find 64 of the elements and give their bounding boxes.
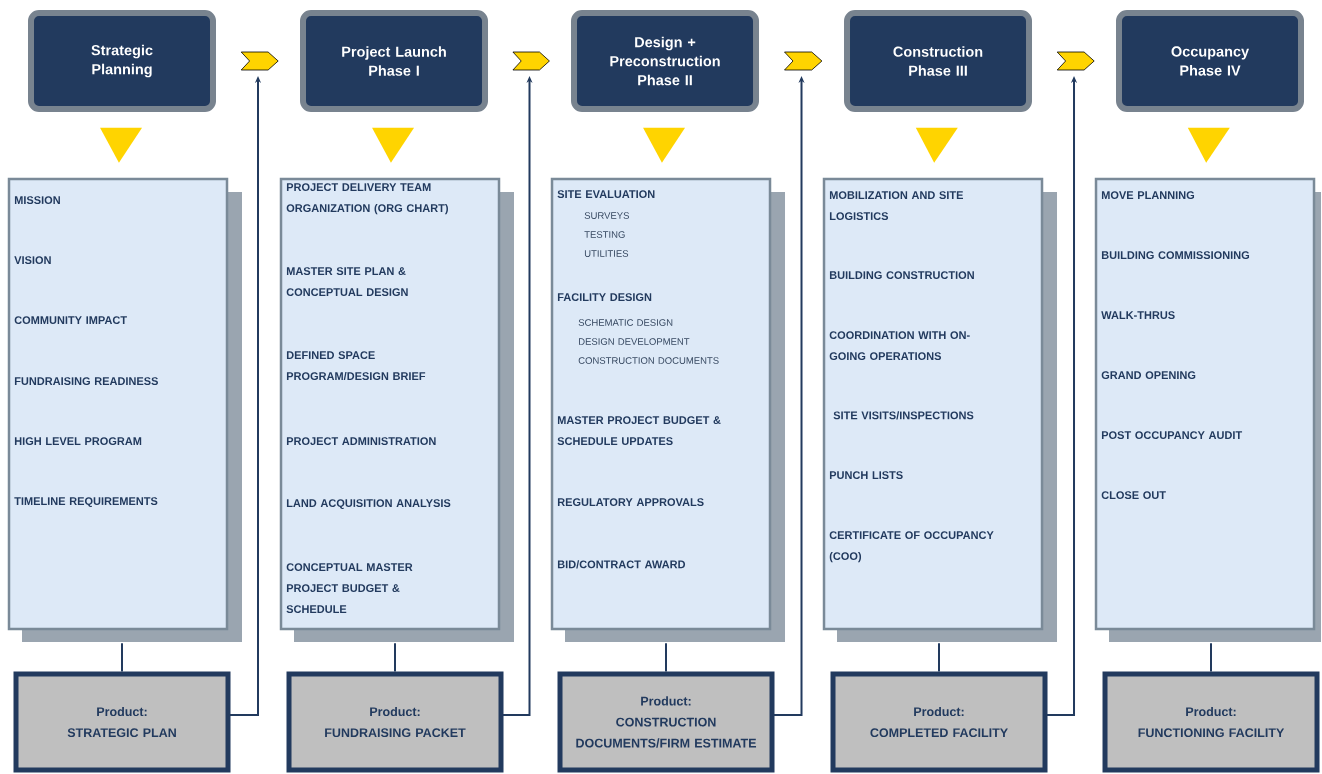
product-box: Product: STRATEGIC PLAN [13,671,231,773]
sub-item-text: SURVEYS [584,212,629,219]
list-item-text: CERTIFICATE OF OCCUPANCY (COO) [829,531,994,563]
list-item-text: BUILDING COMMISSIONING [1101,251,1250,259]
sub-item-text: CONSTRUCTION DOCUMENTS [578,357,719,364]
task-list-panel [7,177,242,642]
sub-item-text: SCHEMATIC DESIGN [578,319,673,326]
phase-box: Design + Preconstruction Phase II [571,10,759,112]
list-item-text: COMMUNITY IMPACT [14,316,127,324]
list-item-text: GRAND OPENING [1101,371,1196,379]
task-list-panel [279,177,514,642]
sub-item-text: TESTING [584,231,625,238]
list-item-text: REGULATORY APPROVALS [557,498,704,506]
product-box: Product: FUNDRAISING PACKET [286,671,504,773]
task-list-panel [822,177,1057,642]
list-item-text: WALK-THRUS [1101,311,1175,319]
connector-line [121,642,123,673]
triangle-arrow [643,127,686,163]
chevron-arrow [784,51,823,71]
list-item-text: CLOSE OUT [1101,491,1166,499]
list-item-text: MASTER PROJECT BUDGET & SCHEDULE UPDATES [557,416,721,445]
task-list-panel [550,177,785,642]
list-item-text: HIGH LEVEL PROGRAM [14,437,142,445]
list-item-text: SITE VISITS/INSPECTIONS [833,411,974,420]
list-item-text: FUNDRAISING READINESS [14,377,158,385]
list-item-text: SITE EVALUATION [557,190,655,198]
list-item-text: MOBILIZATION AND SITE LOGISTICS [829,191,963,220]
list-item-text: DEFINED SPACE PROGRAM/DESIGN BRIEF [286,351,426,381]
phase-box: Strategic Planning [28,10,216,112]
connector-line [394,642,396,673]
sub-item-text: UTILITIES [584,250,629,257]
connector-line [938,642,940,673]
connector-line [665,642,667,673]
list-item-text: MASTER SITE PLAN & CONCEPTUAL DESIGN [286,267,408,296]
phase-box: Project Launch Phase I [300,10,488,112]
task-list-panel [1094,177,1321,642]
phase-box: Occupancy Phase IV [1116,10,1304,112]
list-item-text: PUNCH LISTS [829,471,903,479]
list-item-text: PROJECT ADMINISTRATION [286,437,436,445]
connector-line [1210,642,1212,673]
list-item-text: TIMELINE REQUIREMENTS [14,497,158,508]
list-item-text: CONCEPTUAL MASTER PROJECT BUDGET & SCHEDULE [286,563,413,613]
sub-item-text: DESIGN DEVELOPMENT [579,338,690,345]
list-item-text: LAND ACQUISITION ANALYSIS [286,499,451,510]
triangle-arrow [372,127,415,163]
list-item-text: PROJECT DELIVERY TEAM ORGANIZATION (ORG CHART) [286,183,448,215]
phase-box: Construction Phase III [844,10,1032,112]
product-box: Product: COMPLETED FACILITY [830,671,1048,773]
chevron-arrow [1056,51,1095,71]
chevron-arrow [240,51,279,71]
list-item-text: COORDINATION WITH ON-GOING OPERATIONS [829,331,970,360]
triangle-arrow [100,127,143,163]
product-box: Product: CONSTRUCTION DOCUMENTS/FIRM ESTIMATE [557,671,775,773]
product-box: Product: FUNCTIONING FACILITY [1102,671,1320,773]
list-item-text: BID/CONTRACT AWARD [557,560,686,569]
triangle-arrow [915,127,958,163]
list-item-text: BUILDING CONSTRUCTION [829,271,974,279]
list-item-text: MISSION [14,196,60,204]
list-item-text: POST OCCUPANCY AUDIT [1101,431,1243,439]
chevron-arrow [512,51,550,71]
list-item-text: VISION [14,256,51,264]
triangle-arrow [1187,127,1230,163]
list-item-text: FACILITY DESIGN [557,293,652,301]
list-item-text: MOVE PLANNING [1101,191,1195,199]
